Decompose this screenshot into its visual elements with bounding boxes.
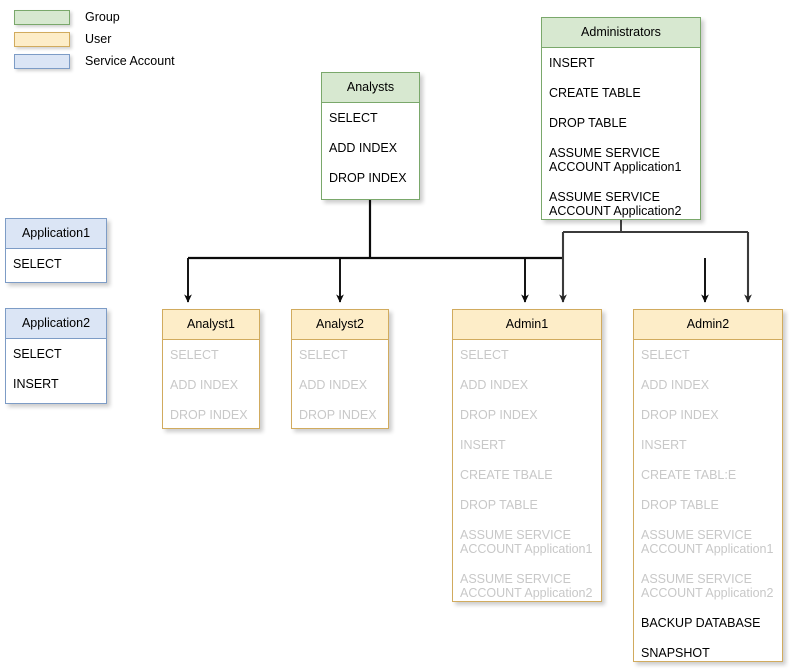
- permission-item: INSERT: [460, 438, 506, 452]
- legend-item-service-account: Service Account: [14, 52, 175, 70]
- permission-item: ASSUME SERVICE ACCOUNT Application1: [460, 528, 593, 556]
- permission-item: INSERT: [549, 56, 595, 70]
- permission-item: ASSUME SERVICE ACCOUNT Application1: [641, 528, 774, 556]
- legend-item-user: User: [14, 30, 175, 48]
- permission-item: DROP TABLE: [460, 498, 538, 512]
- node-title-admin1: Admin1: [453, 310, 601, 340]
- node-permissions-application2: SELECT INSERT: [6, 339, 106, 400]
- edge-analysts-bus: [188, 200, 562, 260]
- node-permissions-analyst2: SELECT ADD INDEX DROP INDEX: [292, 340, 388, 431]
- permission-item: ADD INDEX: [641, 378, 710, 392]
- node-service-account-application1[interactable]: Application1 SELECT: [5, 218, 107, 283]
- permission-item: ASSUME SERVICE ACCOUNT Application2: [460, 572, 593, 600]
- permission-item: SNAPSHOT: [641, 646, 710, 660]
- legend-label-user: User: [85, 32, 112, 46]
- permission-item: DROP TABLE: [549, 116, 627, 130]
- node-title-analyst1: Analyst1: [163, 310, 259, 340]
- legend-swatch-group: [14, 9, 70, 25]
- node-title-application2: Application2: [6, 309, 106, 339]
- legend-item-group: Group: [14, 8, 175, 26]
- permission-item: SELECT: [299, 348, 348, 362]
- edge-administrators-drops: [559, 232, 752, 303]
- node-title-analyst2: Analyst2: [292, 310, 388, 340]
- legend-label-service-account: Service Account: [85, 54, 175, 68]
- permission-item: ASSUME SERVICE ACCOUNT Application2: [641, 572, 774, 600]
- node-user-analyst1[interactable]: Analyst1 SELECT ADD INDEX DROP INDEX: [162, 309, 260, 429]
- permission-item: ASSUME SERVICE ACCOUNT Application2: [549, 190, 682, 218]
- node-user-analyst2[interactable]: Analyst2 SELECT ADD INDEX DROP INDEX: [291, 309, 389, 429]
- permission-item: SELECT: [170, 348, 219, 362]
- permission-item: SELECT: [460, 348, 509, 362]
- permission-item: SELECT: [641, 348, 690, 362]
- legend: Group User Service Account: [14, 8, 175, 74]
- permission-item: INSERT: [13, 377, 59, 391]
- permission-item: SELECT: [13, 347, 62, 361]
- legend-label-group: Group: [85, 10, 120, 24]
- permission-item: SELECT: [13, 257, 62, 271]
- legend-swatch-service-account: [14, 53, 70, 69]
- permission-item: DROP INDEX: [641, 408, 719, 422]
- permission-item: DROP TABLE: [641, 498, 719, 512]
- node-title-admin2: Admin2: [634, 310, 782, 340]
- permission-item: BACKUP DATABASE: [641, 616, 761, 630]
- permission-item: ADD INDEX: [299, 378, 368, 392]
- permission-item: DROP INDEX: [299, 408, 377, 422]
- permission-item: CREATE TBALE: [460, 468, 553, 482]
- node-service-account-application2[interactable]: Application2 SELECT INSERT: [5, 308, 107, 404]
- permission-item: ADD INDEX: [460, 378, 529, 392]
- node-user-admin2[interactable]: Admin2 SELECT ADD INDEX DROP INDEX INSER…: [633, 309, 783, 662]
- node-permissions-analysts: SELECT ADD INDEX DROP INDEX: [322, 103, 419, 194]
- permission-item: INSERT: [641, 438, 687, 452]
- permission-item: ADD INDEX: [329, 141, 398, 155]
- node-group-administrators[interactable]: Administrators INSERT CREATE TABLE DROP …: [541, 17, 701, 220]
- node-user-admin1[interactable]: Admin1 SELECT ADD INDEX DROP INDEX INSER…: [452, 309, 602, 602]
- permission-item: CREATE TABLE: [549, 86, 641, 100]
- permission-item: DROP INDEX: [329, 171, 407, 185]
- node-permissions-admin2: SELECT ADD INDEX DROP INDEX INSERT CREAT…: [634, 340, 782, 669]
- node-permissions-analyst1: SELECT ADD INDEX DROP INDEX: [163, 340, 259, 431]
- edge-analysts-drops: [184, 258, 709, 303]
- node-permissions-administrators: INSERT CREATE TABLE DROP TABLE ASSUME SE…: [542, 48, 700, 227]
- permission-item: SELECT: [329, 111, 378, 125]
- permission-item: ASSUME SERVICE ACCOUNT Application1: [549, 146, 682, 174]
- permission-item: ADD INDEX: [170, 378, 239, 392]
- node-permissions-application1: SELECT: [6, 249, 106, 280]
- node-title-analysts: Analysts: [322, 73, 419, 103]
- node-group-analysts[interactable]: Analysts SELECT ADD INDEX DROP INDEX: [321, 72, 420, 200]
- node-permissions-admin1: SELECT ADD INDEX DROP INDEX INSERT CREAT…: [453, 340, 601, 609]
- permission-item: DROP INDEX: [170, 408, 248, 422]
- legend-swatch-user: [14, 31, 70, 47]
- node-title-administrators: Administrators: [542, 18, 700, 48]
- node-title-application1: Application1: [6, 219, 106, 249]
- permission-item: CREATE TABL:E: [641, 468, 737, 482]
- permission-item: DROP INDEX: [460, 408, 538, 422]
